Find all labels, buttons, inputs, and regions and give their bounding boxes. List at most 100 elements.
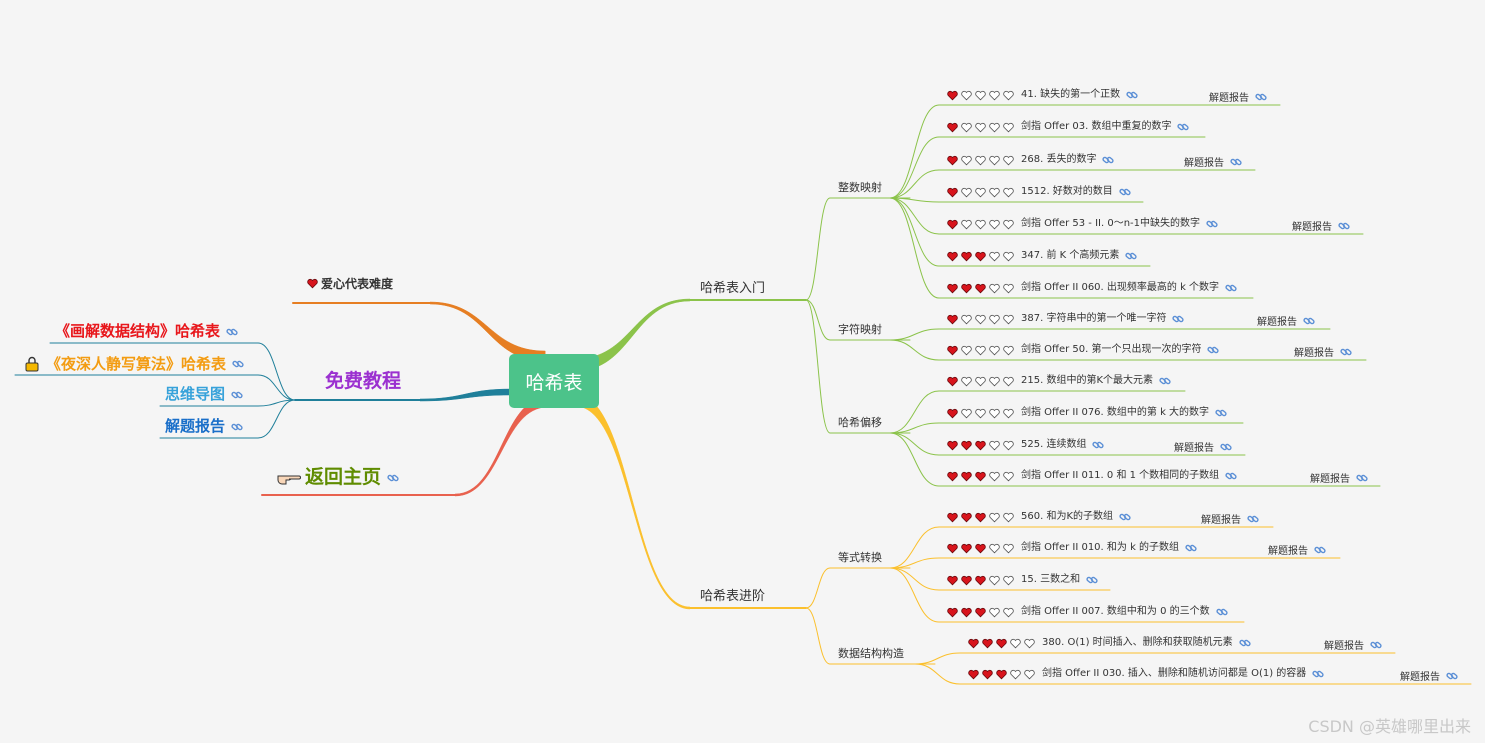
report-link[interactable]: 解题报告: [1310, 470, 1368, 485]
advanced-label[interactable]: 哈希表进阶: [700, 590, 765, 603]
link-icon[interactable]: [1177, 121, 1190, 133]
problem-item[interactable]: 268. 丢失的数字: [947, 154, 1115, 166]
group-label[interactable]: 数据结构构造: [838, 648, 904, 659]
group-label[interactable]: 整数映射: [838, 182, 882, 193]
link-icon[interactable]: [1102, 154, 1115, 166]
problem-item[interactable]: 剑指 Offer 53 - II. 0～n-1中缺失的数字: [947, 218, 1218, 230]
group-label[interactable]: 等式转换: [838, 552, 882, 563]
link-icon[interactable]: [226, 326, 238, 338]
link-icon[interactable]: [1225, 470, 1237, 482]
heart-empty-icon: [1003, 219, 1014, 229]
link-icon[interactable]: [1340, 346, 1352, 358]
report-link[interactable]: 解题报告: [1324, 637, 1382, 652]
report-link[interactable]: 解题报告: [1209, 89, 1267, 104]
problem-item[interactable]: 剑指 Offer II 076. 数组中的第 k 大的数字: [947, 407, 1227, 419]
heart-empty-icon: [975, 345, 986, 355]
heart-filled-icon: [947, 512, 958, 522]
item-connector: [889, 432, 940, 456]
problem-item[interactable]: 215. 数组中的第K个最大元素: [947, 375, 1171, 387]
problem-item[interactable]: 剑指 Offer II 007. 数组中和为 0 的三个数: [947, 606, 1228, 618]
report-link[interactable]: 解题报告: [1257, 313, 1315, 328]
link-icon[interactable]: [1086, 574, 1098, 586]
link-icon[interactable]: [1220, 441, 1232, 453]
report-label: 解题报告: [1257, 317, 1297, 328]
report-link[interactable]: 解题报告: [1268, 542, 1326, 557]
heart-empty-icon: [1003, 251, 1014, 261]
intro-label[interactable]: 哈希表入门: [700, 282, 765, 295]
problem-item[interactable]: 15. 三数之和: [947, 574, 1098, 586]
tutorial-item[interactable]: 解题报告: [165, 419, 243, 434]
link-icon[interactable]: [1356, 472, 1368, 484]
center-node[interactable]: 哈希表: [509, 354, 599, 408]
link-icon[interactable]: [1230, 156, 1242, 168]
link-icon[interactable]: [1185, 542, 1197, 554]
problem-item[interactable]: 剑指 Offer II 010. 和为 k 的子数组: [947, 542, 1197, 554]
link-icon[interactable]: [1247, 513, 1259, 525]
problem-item[interactable]: 剑指 Offer II 030. 插入、删除和随机访问都是 O(1) 的容器: [968, 668, 1324, 680]
heart-empty-icon: [975, 155, 986, 165]
report-link[interactable]: 解题报告: [1201, 511, 1259, 526]
heart-empty-icon: [989, 512, 1000, 522]
link-icon[interactable]: [1119, 511, 1131, 523]
tutorial-item[interactable]: 《画解数据结构》哈希表: [55, 324, 238, 339]
link-icon[interactable]: [1312, 668, 1324, 680]
problem-item[interactable]: 347. 前 K 个高频元素: [947, 250, 1137, 262]
link-icon[interactable]: [231, 389, 243, 401]
report-link[interactable]: 解题报告: [1174, 439, 1232, 454]
link-icon[interactable]: [1239, 637, 1251, 649]
problem-item[interactable]: 387. 字符串中的第一个唯一字符: [947, 313, 1185, 325]
tutorial-label[interactable]: 免费教程: [325, 372, 401, 391]
problem-item[interactable]: 1512. 好数对的数目: [947, 186, 1131, 198]
link-icon[interactable]: [1159, 375, 1171, 387]
link-icon[interactable]: [1207, 344, 1220, 356]
report-link[interactable]: 解题报告: [1294, 344, 1352, 359]
heart-filled-icon: [982, 638, 993, 648]
group-label[interactable]: 字符映射: [838, 324, 882, 335]
link-icon[interactable]: [1119, 186, 1131, 198]
problem-item[interactable]: 380. O(1) 时间插入、删除和获取随机元素: [968, 637, 1251, 649]
link-icon[interactable]: [1225, 282, 1237, 294]
home-link[interactable]: 返回主页: [277, 468, 399, 487]
tutorial-item[interactable]: 《夜深人静写算法》哈希表: [24, 356, 244, 372]
link-icon[interactable]: [231, 421, 243, 433]
problem-item[interactable]: 剑指 Offer 50. 第一个只出现一次的字符: [947, 344, 1220, 356]
problem-item[interactable]: 41. 缺失的第一个正数: [947, 89, 1138, 101]
tutorial-item-connector: [257, 399, 296, 407]
link-icon[interactable]: [1338, 220, 1350, 232]
link-icon[interactable]: [1370, 639, 1382, 651]
problem-item[interactable]: 剑指 Offer II 011. 0 和 1 个数相同的子数组: [947, 470, 1237, 482]
problem-item[interactable]: 剑指 Offer 03. 数组中重复的数字: [947, 121, 1190, 133]
link-icon[interactable]: [232, 358, 244, 370]
heart-filled-icon: [947, 314, 958, 324]
report-link[interactable]: 解题报告: [1184, 154, 1242, 169]
heart-empty-icon: [1003, 122, 1014, 132]
link-icon[interactable]: [1092, 439, 1105, 451]
heart-filled-icon: [947, 122, 958, 132]
report-link[interactable]: 解题报告: [1292, 218, 1350, 233]
item-connector: [889, 339, 940, 361]
link-icon[interactable]: [1172, 313, 1185, 325]
difficulty-hearts: [947, 408, 1017, 419]
link-icon[interactable]: [1303, 315, 1315, 327]
link-icon[interactable]: [1215, 407, 1227, 419]
link-icon[interactable]: [1206, 218, 1218, 230]
link-icon[interactable]: [1216, 606, 1228, 618]
link-icon[interactable]: [1126, 89, 1138, 101]
heart-empty-icon: [1003, 283, 1014, 293]
link-icon[interactable]: [1314, 544, 1326, 556]
link-icon[interactable]: [1125, 250, 1137, 262]
problem-item[interactable]: 525. 连续数组: [947, 439, 1105, 451]
item-connector: [889, 567, 940, 623]
report-link[interactable]: 解题报告: [1400, 668, 1458, 683]
problem-item[interactable]: 剑指 Offer II 060. 出现频率最高的 k 个数字: [947, 282, 1237, 294]
heart-empty-icon: [961, 187, 972, 197]
link-icon[interactable]: [1446, 670, 1458, 682]
link-icon[interactable]: [1255, 91, 1267, 103]
tutorial-item[interactable]: 思维导图: [165, 387, 243, 402]
difficulty-hearts: [947, 314, 1017, 325]
link-icon[interactable]: [387, 472, 399, 484]
heart-empty-icon: [989, 314, 1000, 324]
group-label[interactable]: 哈希偏移: [838, 417, 882, 428]
heart-filled-icon: [947, 543, 958, 553]
problem-item[interactable]: 560. 和为K的子数组: [947, 511, 1131, 523]
